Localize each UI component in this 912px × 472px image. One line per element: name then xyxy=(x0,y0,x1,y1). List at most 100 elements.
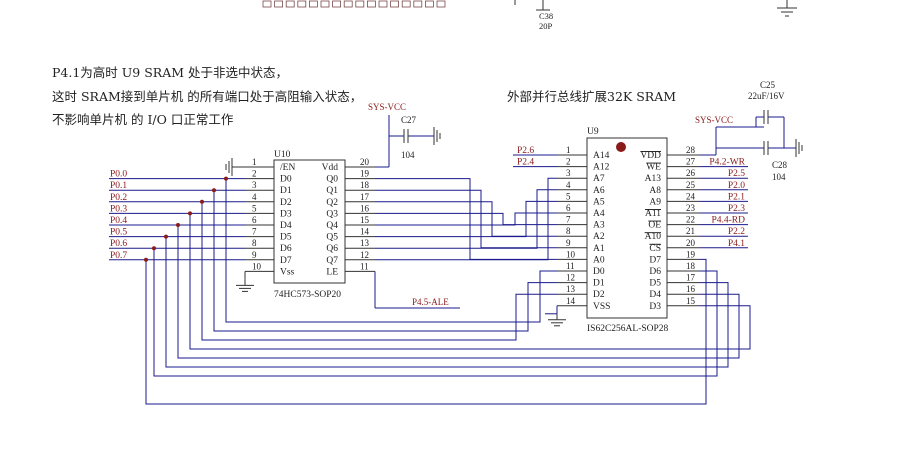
u9-pin-number: 16 xyxy=(686,284,696,294)
junction-dot xyxy=(212,188,216,193)
u10-pin-number: 13 xyxy=(360,238,370,248)
p0-net-label: P0.1 xyxy=(110,181,127,191)
top-strip-box xyxy=(297,0,307,8)
u9-right-net-label: P2.3 xyxy=(728,204,745,214)
u9-pin-number: 1 xyxy=(566,145,571,155)
u9-left-net-label: P2.4 xyxy=(517,158,534,168)
u9-pin-number: 21 xyxy=(686,226,695,236)
u9-pin-number: 10 xyxy=(566,249,576,259)
u9-right-net-label: P2.2 xyxy=(728,227,745,237)
u9-pin-name: VDD xyxy=(640,151,661,161)
u9-pin-name: A4 xyxy=(593,209,605,219)
junction-dot xyxy=(176,223,180,227)
u9-pin-name: CS xyxy=(649,244,661,254)
u9-pin-number: 28 xyxy=(686,145,696,155)
data-bus-wire xyxy=(189,213,751,350)
u9-pin-number: 5 xyxy=(566,191,571,201)
u9-pin-name: WE xyxy=(646,163,661,173)
u9-pin-number: 2 xyxy=(566,157,571,167)
u9-pin-number: 4 xyxy=(566,180,571,190)
u9-pin-name: A1 xyxy=(593,244,605,254)
address-bus-wire xyxy=(375,189,557,249)
u9-pin-name: A13 xyxy=(645,174,662,184)
u9-pin-name: D1 xyxy=(593,279,605,289)
u10-part: 74HC573-SOP20 xyxy=(274,290,341,300)
u10-ref: U10 xyxy=(274,150,291,160)
u10-pin-name: Vdd xyxy=(322,163,339,173)
p0-net-label: P0.5 xyxy=(110,228,127,238)
u9-pin-number: 20 xyxy=(686,238,696,248)
u9-pin-name: D2 xyxy=(593,290,605,300)
top-strip-box xyxy=(308,0,318,8)
junction-dot xyxy=(144,257,148,262)
u10-pin-number: 20 xyxy=(360,157,370,167)
u9-pin-number: 8 xyxy=(566,226,571,236)
p0-net-label: P0.2 xyxy=(110,193,127,203)
u9-pin-number: 24 xyxy=(686,191,696,201)
top-strip-box xyxy=(424,0,434,8)
u9-pin-name: A3 xyxy=(593,221,605,231)
u9-pin-name: D4 xyxy=(649,290,661,300)
u9-pin-number: 13 xyxy=(566,284,576,294)
u10-pin-name: D7 xyxy=(280,256,292,266)
u9-pin-number: 7 xyxy=(566,215,571,225)
u10-pin-name: D3 xyxy=(280,209,292,219)
u9-pin-number: 15 xyxy=(686,296,696,306)
junction-dot xyxy=(224,176,228,181)
u10-pin-number: 3 xyxy=(252,180,257,190)
junction-dot xyxy=(164,234,168,239)
u10-pin-name: D5 xyxy=(280,233,292,243)
u9-right-net-label: P2.5 xyxy=(728,169,745,179)
u9-pin-number: 14 xyxy=(566,296,576,306)
u9-pin-name: D3 xyxy=(649,302,661,312)
address-bus-wire xyxy=(375,212,557,226)
p0-net-label: P0.7 xyxy=(110,251,127,261)
top-strip-box xyxy=(436,0,446,8)
u9-pin-number: 23 xyxy=(686,203,696,213)
address-bus-wire xyxy=(375,178,557,260)
pin1-marker-dot xyxy=(616,142,626,152)
p0-net-label: P0.0 xyxy=(110,170,127,180)
data-bus-wire xyxy=(165,236,729,368)
u9-right-net-label: P2.0 xyxy=(728,181,745,191)
u10-pin-number: 18 xyxy=(360,180,370,190)
u9-pin-name: A12 xyxy=(593,163,610,173)
u9-pin-name: A8 xyxy=(649,186,661,196)
description-line-3: 不影响单片机 的 I/O 口正常工作 xyxy=(52,112,234,127)
u10-body xyxy=(273,159,346,284)
u9-pin-number: 18 xyxy=(686,261,696,271)
u9-pin-name: VSS xyxy=(593,302,610,312)
u9-left-net-label: P2.6 xyxy=(517,146,534,156)
u9-pin-name: A5 xyxy=(593,197,605,207)
c28-ref: C28 xyxy=(772,160,788,170)
top-strip-box xyxy=(332,0,342,8)
top-strip-box xyxy=(413,0,423,8)
u9-pin-name: D6 xyxy=(649,267,661,277)
top-strip-box xyxy=(378,0,388,8)
data-bus-wire xyxy=(213,190,557,332)
p0-net-label: P0.3 xyxy=(110,204,127,214)
u10-pin-name: /EN xyxy=(280,163,295,173)
u9-pin-number: 22 xyxy=(686,215,695,225)
top-strip-box xyxy=(355,0,365,8)
u9-right-net-label: P4.2-WR xyxy=(709,158,745,168)
u9-pin-name: A9 xyxy=(649,197,661,207)
u10-pin-number: 8 xyxy=(252,238,257,248)
c27-value: 104 xyxy=(401,150,415,160)
data-bus-wire xyxy=(177,225,740,359)
u10-pin-number: 5 xyxy=(252,203,257,213)
u10-pin-number: 17 xyxy=(360,192,370,202)
c25-ref: C25 xyxy=(760,80,776,90)
u10-pin-name: Q0 xyxy=(326,175,338,185)
address-bus-wire xyxy=(375,201,557,237)
top-strip-box xyxy=(274,0,284,8)
c25-value: 22uF/16V xyxy=(748,91,785,101)
u9-pin-name: D7 xyxy=(649,255,661,265)
top-strip-box xyxy=(285,0,295,8)
u9-pin-name: A7 xyxy=(593,174,605,184)
u9-ref: U9 xyxy=(587,127,599,137)
top-strip-box xyxy=(262,0,272,8)
u10-pin-name: D6 xyxy=(280,244,292,254)
labels: C3820PU1074HC573-SOP201/EN2D03D14D25D36D… xyxy=(110,11,788,334)
